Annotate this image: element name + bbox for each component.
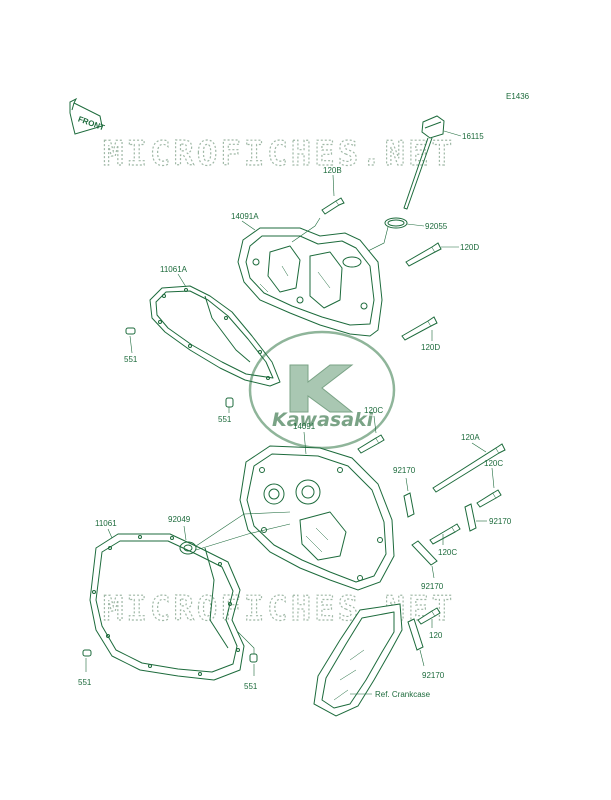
label-120d-lower: 120D (421, 343, 440, 352)
label-120c-upper: 120C (364, 406, 383, 415)
dipstick-part (403, 115, 462, 210)
bolt-120c-right (476, 467, 502, 508)
label-551-c: 551 (78, 678, 92, 687)
label-14091a: 14091A (231, 212, 259, 221)
label-92055: 92055 (425, 222, 448, 231)
diagram-id: E1436 (506, 92, 530, 101)
label-551-d: 551 (244, 682, 258, 691)
label-120d-upper: 120D (460, 243, 479, 252)
dowel-pin-551-c (82, 649, 92, 672)
dowel-pin-551-d (237, 631, 258, 676)
seal-92049 (179, 511, 291, 555)
bolt-120b (321, 174, 345, 215)
logo-text: Kawasaki (272, 409, 374, 431)
bolt-120a (432, 442, 506, 493)
label-16115: 16115 (462, 132, 484, 141)
bolt-120d-upper (405, 242, 459, 267)
label-92170-middle: 92170 (421, 582, 444, 591)
label-551-b: 551 (218, 415, 232, 424)
dowel-92170-upper (403, 477, 415, 518)
label-120b: 120B (323, 166, 342, 175)
bolt-120c-upper (357, 415, 385, 454)
label-551-a: 551 (124, 355, 138, 364)
cover-14091 (239, 431, 395, 591)
crankcase-reference (313, 603, 403, 717)
label-92170-right: 92170 (489, 517, 512, 526)
dowel-92170-middle (411, 540, 438, 579)
label-92170-upper: 92170 (393, 466, 416, 475)
label-ref-crankcase: Ref. Crankcase (375, 690, 431, 699)
watermark-top: MICROFICHES.NET (103, 134, 455, 174)
dowel-pin-551-a (125, 327, 136, 354)
dowel-pin-551-b (225, 397, 234, 413)
kawasaki-logo: Kawasaki (248, 330, 396, 450)
label-11061: 11061 (95, 519, 117, 528)
cover-14091a (237, 217, 383, 337)
label-120c-lower: 120C (438, 548, 457, 557)
label-92049: 92049 (168, 515, 191, 524)
label-120a: 120A (461, 433, 480, 442)
label-92170-lower: 92170 (422, 671, 445, 680)
front-arrow-icon: FRONT (69, 97, 106, 135)
dowel-92170-lower (407, 618, 425, 667)
gasket-11061 (89, 528, 245, 681)
gasket-11061a (149, 273, 281, 387)
bolt-120c-lower (429, 523, 461, 545)
label-14091: 14091 (293, 422, 316, 431)
watermark-bottom: MICROFICHES.NET (103, 589, 455, 629)
dowel-92170-right (464, 503, 487, 532)
label-11061a: 11061A (160, 265, 188, 274)
label-120c-right: 120C (484, 459, 503, 468)
bolt-120d-lower (401, 316, 438, 341)
bolt-120 (417, 607, 441, 628)
label-120: 120 (429, 631, 443, 640)
